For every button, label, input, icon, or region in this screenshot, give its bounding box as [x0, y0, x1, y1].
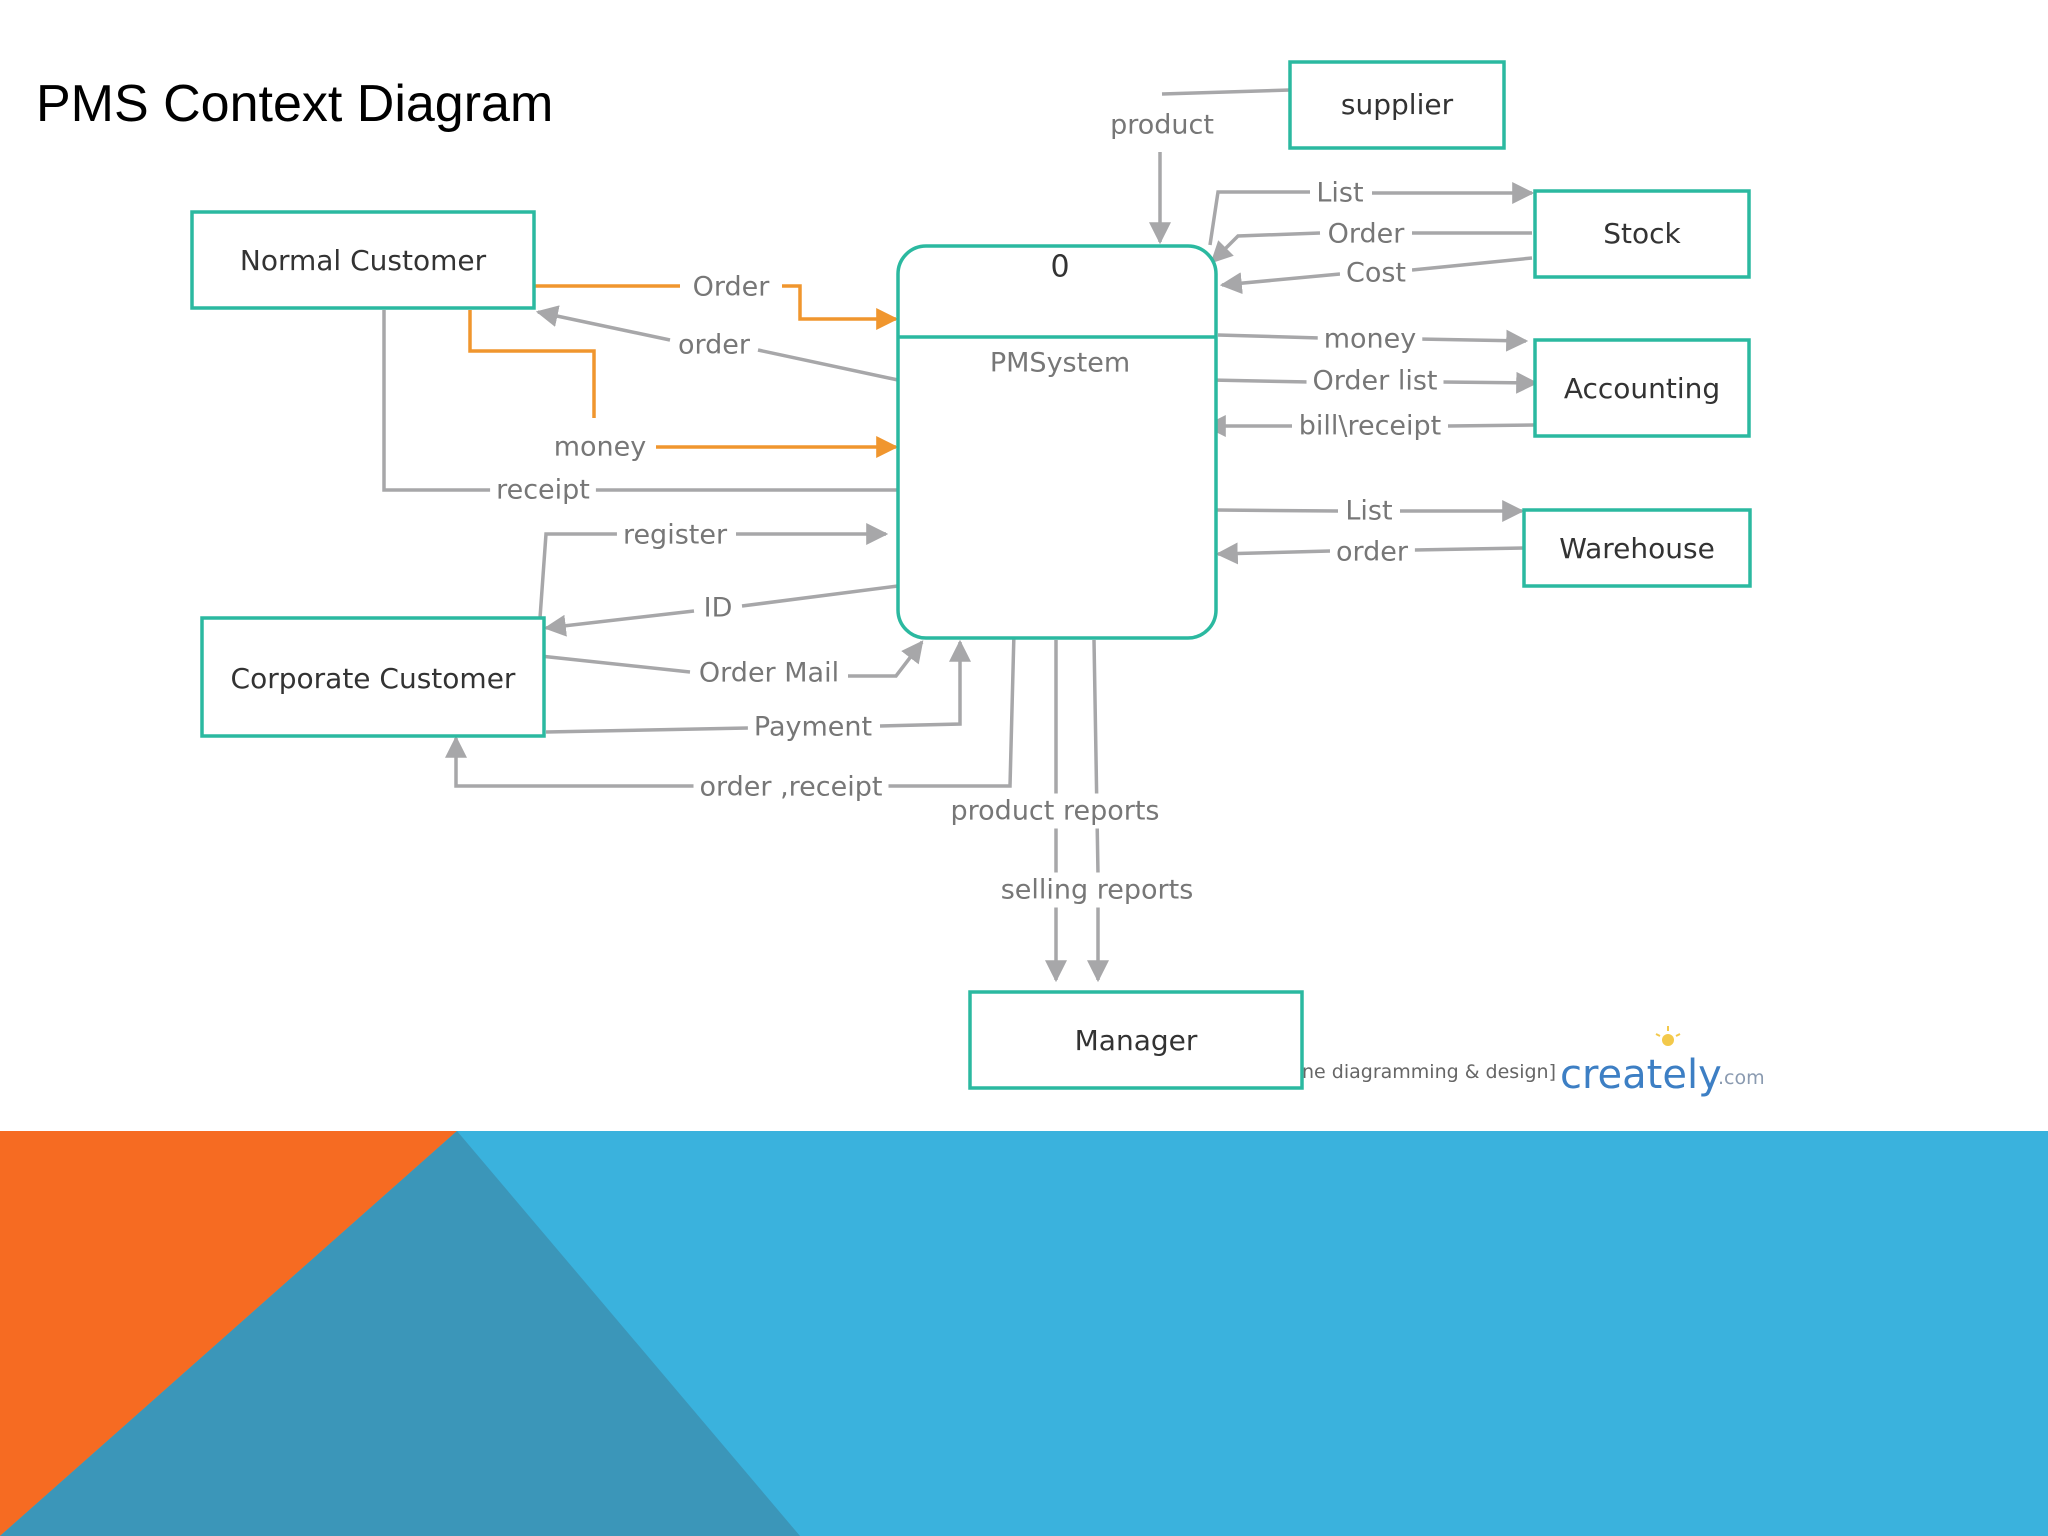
flow-label-mgr-selling-reports: selling reports [1001, 875, 1194, 906]
flow-label-wh-order: order [1336, 537, 1409, 568]
flow-label-backdrop [1330, 534, 1415, 570]
flow-label-nc-order-in: Order [693, 272, 771, 303]
flow-label-wh-list: List [1345, 496, 1392, 527]
entity-corporate-customer-label: Corporate Customer [231, 662, 516, 695]
flow-label-backdrop [693, 769, 889, 805]
entity-accounting-label: Accounting [1564, 372, 1720, 405]
flow-line-nc-order-right [782, 284, 899, 330]
flow-line-cc-payment-right [879, 639, 971, 728]
flow-label-cc-id: ID [704, 593, 733, 624]
flow-line-nc-order-back [757, 348, 899, 382]
flow-label-acc-money: money [1324, 324, 1417, 355]
flow-label-nc-receipt: receipt [496, 475, 590, 506]
entity-stock: Stock [1533, 189, 1751, 279]
context-diagram: supplier Stock Accounting Warehouse Norm… [190, 60, 1765, 1098]
flow-label-backdrop [686, 269, 777, 305]
process-number: 0 [1050, 250, 1069, 285]
flow-label-nc-money: money [554, 432, 647, 463]
flow-line-nc-money-branch [468, 310, 596, 418]
flow-label-mgr-product-reports: product reports [951, 796, 1160, 827]
flow-label-backdrop [692, 655, 846, 691]
flow-label-backdrop [1310, 175, 1370, 211]
flow-label-cc-order-receipt: order ,receipt [700, 772, 883, 803]
entity-manager: Manager [968, 990, 1304, 1090]
flow-line-cc-id-left [543, 609, 695, 637]
flow-label-backdrop [616, 517, 734, 553]
flow-line-cc-ordermail [539, 654, 691, 674]
flow-line-wh-list [1215, 508, 1339, 513]
entity-warehouse-label: Warehouse [1559, 532, 1715, 565]
flow-line-acc-bill [1447, 423, 1535, 428]
flow-label-backdrop [747, 709, 879, 745]
flow-line-stock-cost-left [1219, 272, 1341, 295]
flow-label-cc-register: register [623, 520, 728, 551]
flow-label-backdrop [994, 872, 1200, 908]
flow-label-backdrop [697, 590, 739, 626]
flow-line-cc-orderreceipt-left [445, 735, 696, 788]
flow-label-backdrop [1321, 216, 1412, 252]
entity-warehouse: Warehouse [1522, 508, 1752, 588]
flow-label-acc-order-list: Order list [1313, 366, 1438, 397]
flow-line-acc-orderlist-right [1441, 371, 1539, 394]
entity-supplier-label: supplier [1341, 88, 1454, 121]
flow-line-cc-payment [545, 726, 749, 734]
flow-label-cc-payment: Payment [754, 712, 872, 743]
entity-supplier: supplier [1288, 60, 1506, 150]
flow-label-acc-bill: bill\receipt [1299, 411, 1442, 442]
flow-line-stock-cost [1411, 256, 1533, 272]
entity-stock-label: Stock [1603, 217, 1681, 250]
flow-label-backdrop [490, 472, 596, 508]
flow-label-cc-order-mail: Order Mail [699, 658, 839, 689]
process-name: PMSystem [990, 348, 1130, 379]
flow-label-stock-cost: Cost [1346, 258, 1406, 289]
flow-line-cc-orderreceipt [888, 631, 1016, 788]
flow-line-acc-money-right [1417, 329, 1529, 352]
watermark-tld: .com [1718, 1067, 1765, 1089]
flow-line-wh-order-left [1215, 542, 1331, 565]
sun-icon [1655, 1026, 1681, 1046]
flow-line-wh-order [1413, 546, 1525, 552]
process-pmsystem: 0 PMSystem [896, 244, 1218, 640]
flow-line-stock-list [1208, 190, 1310, 246]
flow-label-product: product [1110, 110, 1214, 141]
flow-label-backdrop [1339, 255, 1413, 291]
flow-line-stock-order-left [1210, 231, 1321, 264]
flow-label-nc-order-out: order [678, 330, 751, 361]
entity-normal-customer-label: Normal Customer [240, 244, 487, 277]
flow-label-backdrop [672, 327, 757, 363]
flow-line-product [1161, 88, 1291, 96]
flow-label-backdrop [1104, 107, 1220, 143]
flow-line-cc-ordermail-right [848, 640, 924, 678]
watermark-brand: creately [1560, 1052, 1722, 1098]
creately-watermark: ne diagramming & design] creately .com [1302, 1026, 1765, 1098]
flow-line-cc-register [538, 532, 620, 619]
flow-line-nc-receipt [382, 310, 494, 492]
flow-label-stock-order: Order [1328, 219, 1406, 250]
page-title: PMS Context Diagram [36, 75, 554, 133]
flow-label-backdrop [1292, 408, 1448, 444]
flow-line-acc-money [1217, 333, 1321, 340]
flow-line-nc-order-back-left [535, 305, 671, 342]
watermark-tagline: ne diagramming & design] [1302, 1061, 1556, 1083]
flow-line-cc-id [741, 584, 899, 608]
entity-normal-customer: Normal Customer [190, 210, 536, 310]
flow-label-backdrop [1339, 493, 1399, 529]
entity-corporate-customer: Corporate Customer [200, 616, 546, 738]
entity-manager-label: Manager [1075, 1024, 1198, 1057]
banner-dark-triangle [0, 1131, 800, 1536]
flow-label-backdrop [1317, 321, 1423, 357]
flow-line-acc-orderlist [1209, 378, 1311, 384]
flow-label-backdrop [1306, 363, 1444, 399]
entity-accounting: Accounting [1533, 338, 1751, 438]
flow-label-backdrop [547, 429, 653, 465]
footer-banner [0, 1131, 2048, 1536]
flow-label-stock-list: List [1316, 178, 1363, 209]
flow-label-backdrop [944, 793, 1166, 829]
